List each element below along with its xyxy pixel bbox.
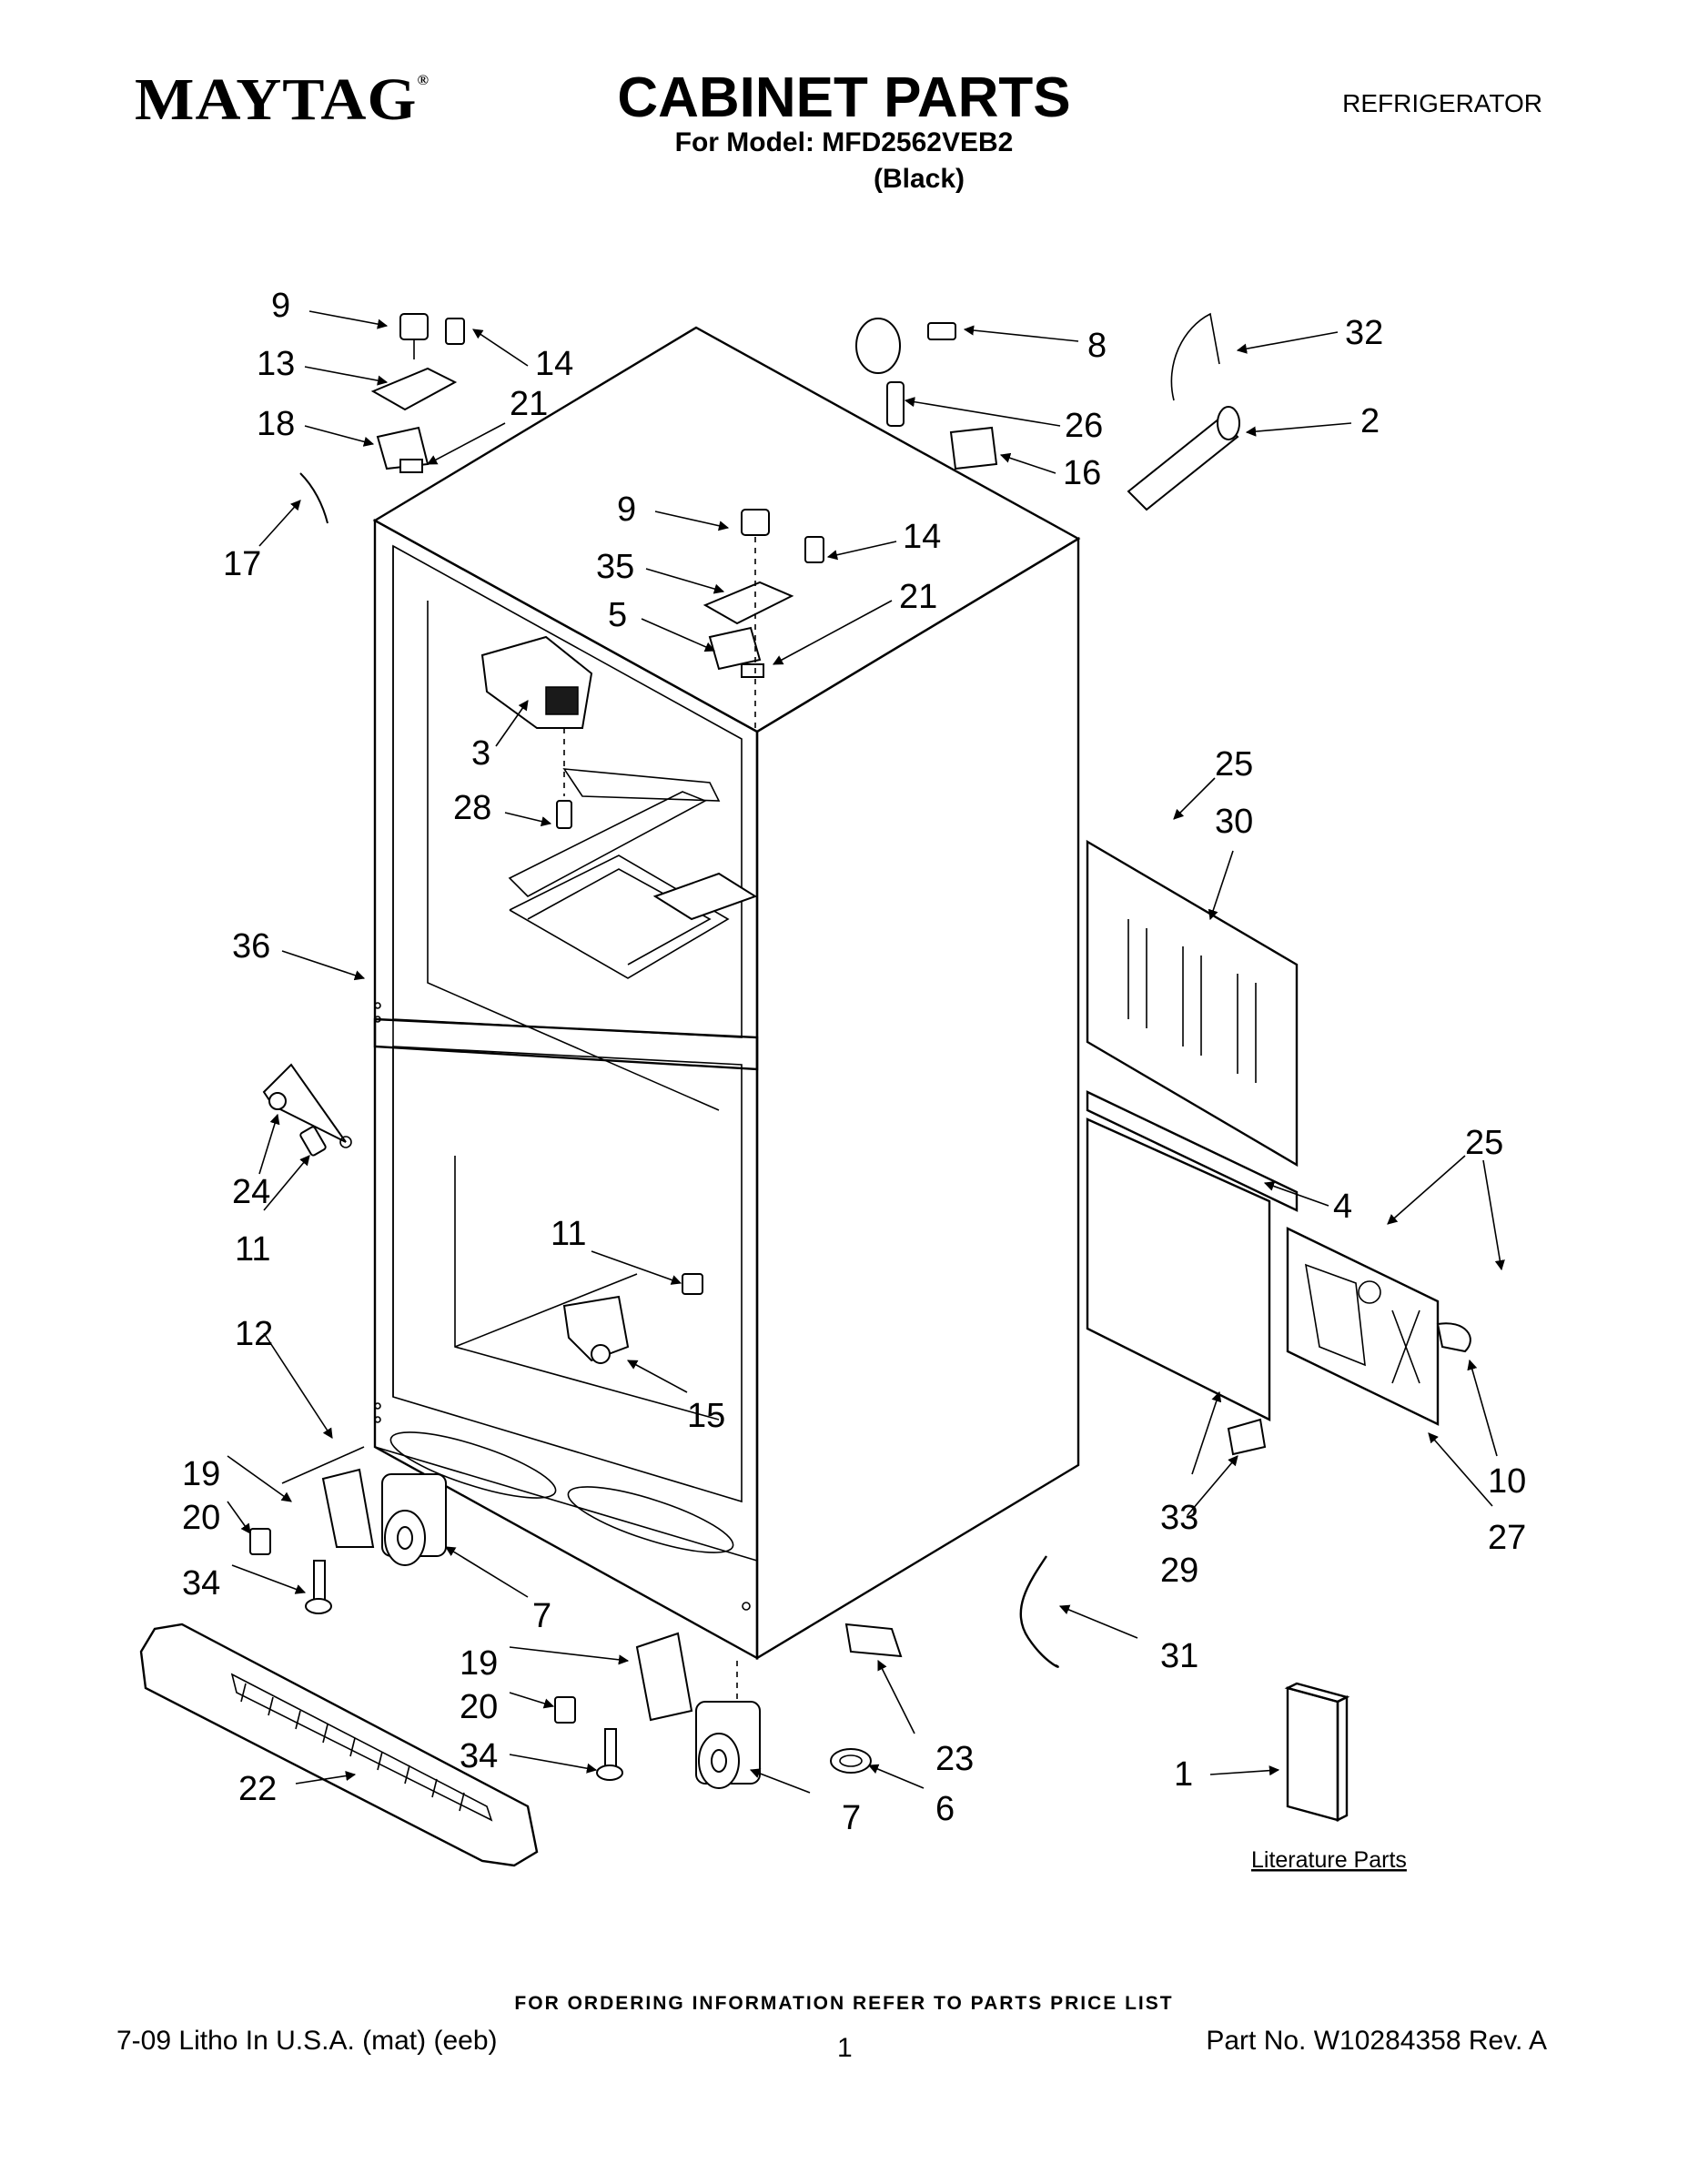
callout: 17 — [223, 545, 261, 583]
literature-book — [1284, 1682, 1350, 1822]
literature-parts-label: Literature Parts — [1251, 1847, 1407, 1873]
callout: 20 — [182, 1499, 220, 1537]
callout: 10 — [1488, 1462, 1526, 1501]
callout: 3 — [471, 734, 490, 773]
cabinet-body — [372, 326, 1081, 1661]
brand-logo: MAYTAG® — [135, 66, 430, 135]
page-title: CABINET PARTS — [617, 66, 1071, 129]
callout: 21 — [510, 385, 548, 423]
toe-grille — [139, 1623, 539, 1867]
callout: 5 — [608, 596, 627, 634]
callout: 23 — [935, 1740, 974, 1778]
top-center-hinge — [702, 509, 824, 728]
callout: 11 — [551, 1215, 586, 1253]
callout: 24 — [232, 1173, 270, 1211]
callout: 4 — [1333, 1188, 1352, 1226]
light-housing — [480, 635, 593, 829]
callout: 36 — [232, 927, 270, 966]
top-right-parts — [855, 312, 1240, 511]
callout: 30 — [1215, 803, 1253, 841]
callout: 34 — [460, 1737, 498, 1775]
callout: 13 — [257, 345, 295, 383]
callout: 9 — [271, 287, 290, 325]
callout: 14 — [535, 345, 573, 383]
front-left-leveler — [249, 1446, 375, 1614]
callout: 6 — [935, 1790, 955, 1828]
callout: 29 — [1160, 1552, 1198, 1590]
callout: 7 — [532, 1597, 551, 1635]
control-box — [1227, 1227, 1471, 1456]
registered-mark: ® — [417, 73, 430, 88]
callout: 18 — [257, 405, 295, 443]
callout: 34 — [182, 1564, 220, 1603]
rear-panels — [1086, 839, 1299, 1421]
callout: 9 — [617, 490, 636, 529]
callout: 19 — [460, 1644, 498, 1683]
ordering-note: FOR ORDERING INFORMATION REFER TO PARTS … — [514, 1993, 1174, 2014]
category-label: REFRIGERATOR — [1342, 89, 1542, 117]
model-line: For Model: MFD2562VEB2 — [674, 127, 1014, 157]
left-hinge-bracket — [262, 1063, 352, 1157]
callout: 33 — [1160, 1499, 1198, 1537]
callout: 32 — [1345, 314, 1383, 352]
page-number: 1 — [837, 2033, 853, 2063]
callout: 19 — [182, 1455, 220, 1493]
lower-inner-bracket — [562, 1273, 703, 1364]
callout: 26 — [1065, 407, 1103, 445]
rear-leveler — [554, 1632, 693, 1781]
callout-numbers: 9 13 14 18 21 17 8 26 16 32 2 9 14 35 21… — [182, 287, 1526, 1873]
callout: 25 — [1465, 1124, 1503, 1162]
callout: 12 — [235, 1315, 273, 1353]
callout: 21 — [899, 578, 937, 616]
callout: 25 — [1215, 745, 1253, 784]
callout: 1 — [1174, 1755, 1193, 1794]
model-color: (Black) — [874, 164, 965, 194]
brand-name: MAYTAG — [135, 66, 418, 133]
part-number: Part No. W10284358 Rev. A — [1206, 2026, 1547, 2056]
print-info: 7-09 Litho In U.S.A. (mat) (eeb) — [116, 2026, 498, 2056]
callout: 20 — [460, 1688, 498, 1726]
top-left-hinge — [299, 313, 465, 524]
small-parts — [830, 1555, 1059, 1774]
callout: 35 — [596, 548, 634, 586]
rear-roller — [695, 1661, 761, 1789]
callout: 31 — [1160, 1637, 1198, 1675]
leader-arrows — [227, 310, 1505, 1794]
callout: 27 — [1488, 1519, 1526, 1557]
callout: 15 — [687, 1397, 725, 1435]
callout: 14 — [903, 518, 941, 556]
callout: 11 — [235, 1230, 270, 1269]
callout: 28 — [453, 789, 491, 827]
callout: 22 — [238, 1770, 277, 1808]
callout: 8 — [1087, 327, 1107, 365]
callout: 2 — [1360, 402, 1380, 440]
callout: 16 — [1063, 454, 1101, 492]
front-left-roller — [381, 1473, 447, 1566]
callout: 7 — [842, 1799, 861, 1837]
